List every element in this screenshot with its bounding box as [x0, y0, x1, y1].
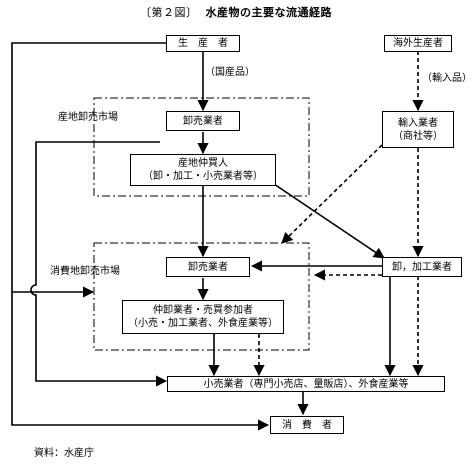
node-processor: 卸，加工業者: [382, 257, 462, 277]
node-retailer-label: 小売業者（専門小売店、量販店）、外食産業等: [203, 378, 409, 390]
source-note: 資料：水産庁: [34, 448, 94, 459]
node-consumption-intermediary: 仲卸業者・売買参加者 （小売・加工業者、外食産業等）: [122, 300, 284, 334]
node-processor-label: 卸，加工業者: [392, 261, 452, 273]
label-imported: （輸入品）: [422, 73, 472, 84]
node-importer-line2: （商社等）: [393, 130, 443, 142]
node-consumption-intermediary-line2: （小売・加工業者、外食産業等）: [128, 318, 278, 329]
figure-title-text: 水産物の主要な流通経路: [205, 6, 332, 19]
figure-number: 〔第２図〕: [140, 6, 198, 19]
node-origin-intermediary: 産地仲買人 （卸・加工・小売業者等）: [130, 154, 276, 186]
label-domestic: （国産品）: [205, 67, 255, 78]
origin-market-boundary: [93, 97, 310, 197]
arrow-origin-intermediary-to-processor: [267, 179, 385, 259]
node-retailer: 小売業者（専門小売店、量販店）、外食産業等: [167, 376, 445, 392]
node-origin-wholesaler: 卸売業者: [166, 111, 240, 131]
node-origin-intermediary-line1: 産地仲買人: [178, 158, 228, 169]
arrow-producer-to-consumer: [11, 292, 270, 431]
node-consumer: 消 費 者: [270, 416, 344, 434]
node-overseas-producer-label: 海外生産者: [393, 38, 443, 49]
label-origin-market: 産地卸売市場: [58, 112, 118, 123]
consumption-market-boundary: [93, 242, 310, 351]
node-overseas-producer: 海外生産者: [384, 35, 452, 52]
node-origin-intermediary-line2: （卸・加工・小売業者等）: [143, 171, 263, 182]
label-consumption-market: 消費地卸売市場: [50, 266, 120, 277]
node-consumption-wholesaler-label: 卸売業者: [188, 261, 228, 273]
node-origin-wholesaler-label: 卸売業者: [183, 115, 223, 127]
node-importer: 輸入業者 （商社等）: [382, 111, 454, 148]
arrow-origin-wholesaler-to-retailer: [30, 141, 168, 387]
node-consumption-intermediary-line1: 仲卸業者・売買参加者: [153, 305, 253, 316]
figure-title: 〔第２図〕水産物の主要な流通経路: [0, 4, 472, 20]
arrow-producer-to-consumption-market: [11, 42, 166, 298]
node-consumption-wholesaler: 卸売業者: [166, 257, 250, 277]
arrow-importer-to-consumption-market: [281, 144, 383, 244]
node-consumer-label: 消 費 者: [282, 419, 332, 431]
node-producer-label: 生 産 者: [178, 38, 228, 49]
node-producer: 生 産 者: [166, 35, 240, 52]
node-importer-line1: 輸入業者: [398, 117, 438, 129]
